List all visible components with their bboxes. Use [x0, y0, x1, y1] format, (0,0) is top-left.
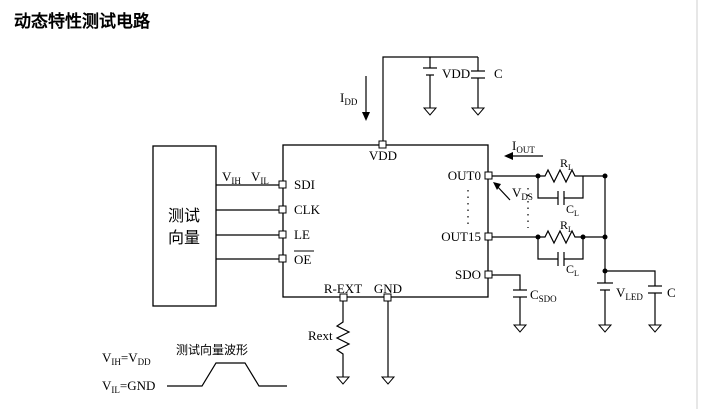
sdo-wire — [492, 274, 521, 290]
out0-cl-label: CL — [566, 202, 579, 218]
out0-rl-label: RL — [560, 156, 573, 172]
rext-ground-symbol — [335, 376, 351, 385]
out15-cap-lead-left — [537, 237, 558, 260]
pin-label-sdo: SDO — [455, 267, 481, 282]
idd-arrow-head — [362, 112, 370, 121]
supply-vdd-label: VDD — [442, 66, 470, 81]
out15-cl-label: CL — [566, 262, 579, 278]
vector-box-line1: 测试 — [168, 206, 200, 225]
iout-arrow-head — [504, 152, 513, 160]
pin-label-vdd: VDD — [369, 148, 397, 163]
rext-label: Rext — [308, 328, 333, 343]
pin-clk — [278, 205, 287, 214]
rext-resistor — [335, 301, 351, 377]
vled-label: VLED — [616, 285, 643, 302]
pin-label-out15: OUT15 — [441, 229, 481, 244]
vled-ground-symbol — [597, 324, 613, 333]
pin-sdi — [278, 180, 287, 189]
waveform-high-label: VIH=VDD — [102, 350, 151, 367]
gnd-ground-symbol — [380, 376, 396, 385]
out0-cap-lead-right — [564, 176, 584, 199]
waveform-low-label: VIL=GND — [102, 378, 155, 395]
pin-label-sdi: SDI — [294, 177, 315, 192]
out15-rl-label: RL — [560, 218, 573, 234]
pin-out0 — [484, 171, 493, 180]
pin-label-rext: R-EXT — [324, 281, 362, 296]
pin-vdd — [378, 140, 387, 149]
vih-label: VIH — [222, 169, 241, 186]
sdo-ground-symbol — [512, 324, 528, 333]
vdd-ground-symbol — [422, 107, 438, 116]
diagram-title: 动态特性测试电路 — [14, 11, 151, 32]
pin-label-gnd: GND — [374, 281, 402, 296]
pin-oe — [278, 254, 287, 263]
driver-chip — [282, 144, 489, 298]
cap-ground-symbol — [470, 107, 486, 116]
vil-label: VIL — [251, 169, 269, 186]
pin-sdo — [484, 270, 493, 279]
right-cap-label: C — [667, 285, 676, 300]
iout-label: IOUT — [512, 138, 535, 155]
vds-arrow-head — [493, 182, 501, 190]
right-cap-ground-symbol — [647, 324, 663, 333]
out0-load-resistor — [538, 168, 605, 184]
pin-out15 — [484, 232, 493, 241]
pin-label-oe: OE — [294, 252, 311, 267]
supply-c-label: C — [494, 66, 503, 81]
vector-box-line2: 向量 — [168, 228, 200, 247]
vdd-rail — [382, 56, 478, 141]
pin-le — [278, 230, 287, 239]
waveform-title: 测试向量波形 — [176, 342, 248, 357]
pin-label-out0: OUT0 — [448, 168, 481, 183]
pin-label-clk: CLK — [294, 202, 321, 217]
right-cap-wire — [605, 270, 656, 286]
out0-cap-lead-left — [537, 176, 558, 199]
out15-load-resistor — [538, 229, 605, 245]
vds-label: VDS — [512, 185, 533, 202]
idd-label: IDD — [340, 90, 358, 107]
out15-cap-lead-right — [564, 237, 584, 260]
test-vector-box — [152, 145, 217, 307]
sdo-cap-label: CSDO — [530, 287, 557, 304]
test-vector-waveform — [167, 362, 287, 387]
pin-label-le: LE — [294, 227, 310, 242]
